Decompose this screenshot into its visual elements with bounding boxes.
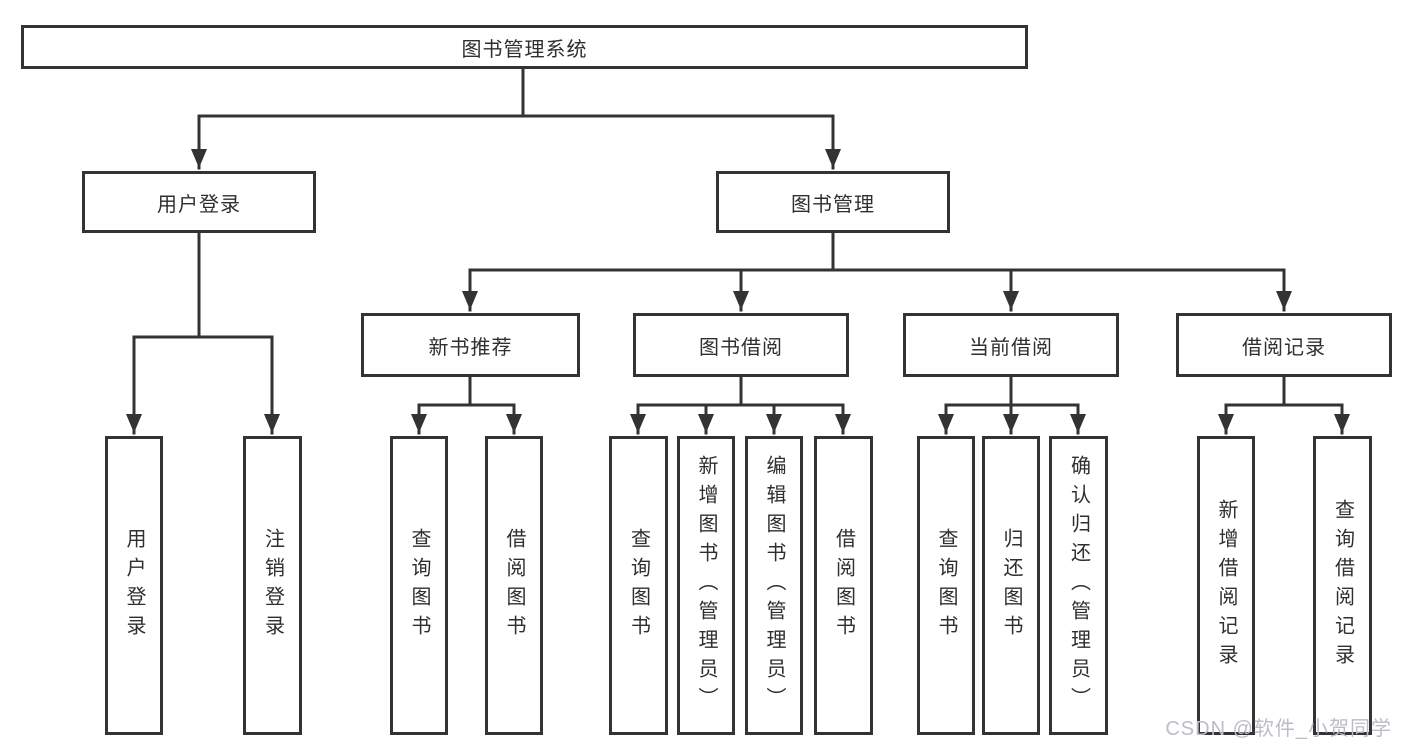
node-label: 用户登录 bbox=[157, 193, 241, 216]
node-label: 查询图书 bbox=[408, 527, 430, 644]
node-borrowing-records: 借阅记录 bbox=[1176, 313, 1392, 377]
node-label: 图书借阅 bbox=[699, 336, 783, 359]
connector-bookmgmt-split bbox=[468, 231, 1286, 272]
node-book-management: 图书管理 bbox=[716, 171, 950, 233]
leaf-logout: 注销登录 bbox=[243, 436, 302, 735]
node-label: 图书管理系统 bbox=[461, 38, 588, 61]
connector-current-split bbox=[944, 375, 1080, 407]
node-label: 新增图书（管理员） bbox=[695, 455, 717, 716]
connector-newbook-split bbox=[417, 375, 516, 407]
node-new-book-recommendation: 新书推荐 bbox=[361, 313, 580, 377]
leaf-query-books-borrow: 查询图书 bbox=[609, 436, 668, 735]
leaf-add-borrow-record: 新增借阅记录 bbox=[1197, 436, 1255, 735]
leaf-borrow-books: 借阅图书 bbox=[814, 436, 873, 735]
leaf-query-books-recommend: 查询图书 bbox=[390, 436, 448, 735]
connector-record-split bbox=[1224, 375, 1344, 407]
node-label: 查询借阅记录 bbox=[1331, 498, 1354, 673]
connector-userlogin-split bbox=[132, 231, 274, 339]
node-label: 归还图书 bbox=[1000, 527, 1022, 644]
node-label: 确认归还（管理员） bbox=[1067, 455, 1090, 716]
node-label: 查询图书 bbox=[627, 527, 650, 644]
leaf-edit-books-admin: 编辑图书（管理员） bbox=[745, 436, 803, 735]
node-label: 当前借阅 bbox=[969, 336, 1053, 359]
leaf-user-login: 用户登录 bbox=[105, 436, 163, 735]
leaf-query-books-current: 查询图书 bbox=[917, 436, 975, 735]
leaf-confirm-return-admin: 确认归还（管理员） bbox=[1049, 436, 1108, 735]
node-label: 新书推荐 bbox=[428, 336, 513, 359]
node-user-login: 用户登录 bbox=[82, 171, 316, 233]
node-label: 新增借阅记录 bbox=[1215, 498, 1237, 673]
node-label: 借阅图书 bbox=[832, 527, 855, 644]
connector-borrow-split bbox=[636, 375, 845, 407]
node-label: 借阅图书 bbox=[503, 527, 525, 644]
node-book-borrowing: 图书借阅 bbox=[633, 313, 849, 377]
node-label: 注销登录 bbox=[261, 527, 284, 644]
node-label: 借阅记录 bbox=[1242, 336, 1326, 359]
leaf-return-books: 归还图书 bbox=[982, 436, 1040, 735]
leaf-add-books-admin: 新增图书（管理员） bbox=[677, 436, 735, 735]
node-label: 用户登录 bbox=[123, 527, 145, 644]
node-label: 编辑图书（管理员） bbox=[763, 455, 785, 716]
node-current-borrowing: 当前借阅 bbox=[903, 313, 1119, 377]
csdn-watermark: CSDN @软件_小贺同学 bbox=[1165, 718, 1392, 740]
leaf-query-borrow-record: 查询借阅记录 bbox=[1313, 436, 1372, 735]
node-library-management-system: 图书管理系统 bbox=[21, 25, 1028, 69]
node-label: 图书管理 bbox=[791, 193, 875, 216]
node-label: 查询图书 bbox=[935, 527, 957, 644]
leaf-borrow-books-recommend: 借阅图书 bbox=[485, 436, 543, 735]
connector-root-split bbox=[197, 67, 835, 118]
